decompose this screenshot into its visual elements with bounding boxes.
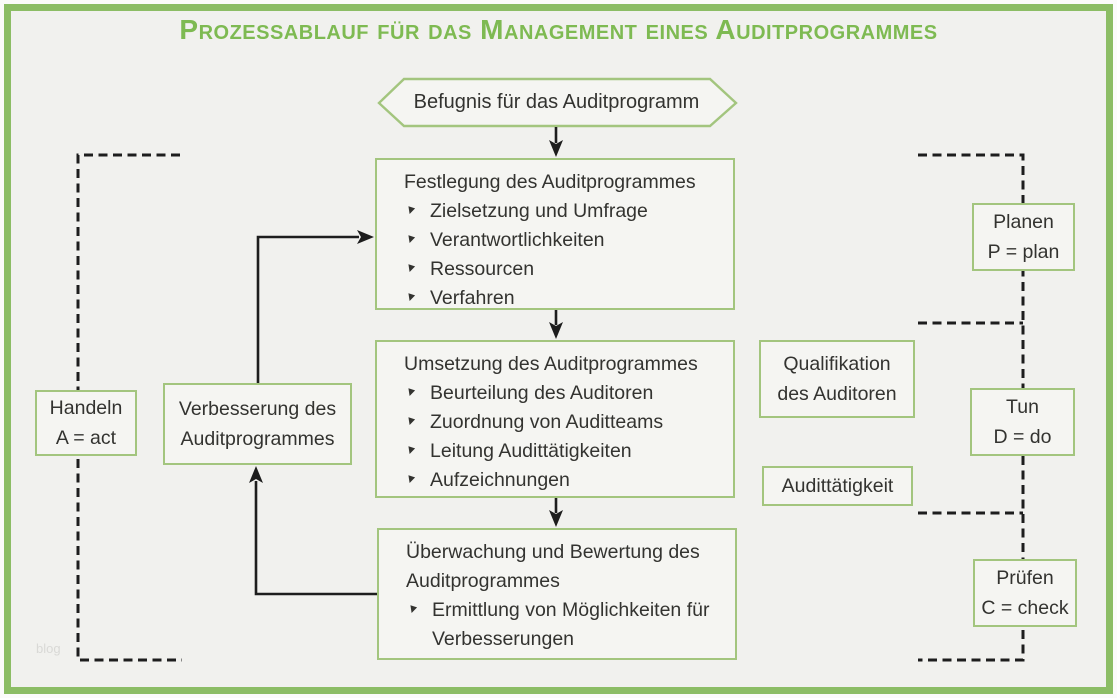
verbesserung-line1: Verbesserung des (178, 398, 337, 420)
verbesserung-box: Verbesserung des Auditprogrammes (163, 383, 352, 465)
list-item-label: Aufzeichnungen (430, 469, 570, 491)
ueberwachung-list: ▼ Ermittlung von Möglichkeiten für Verbes… (405, 596, 727, 654)
list-item-label: Verfahren (430, 287, 515, 309)
qualifikation-box: Qualifikation des Auditoren (759, 340, 915, 418)
umsetzung-list: ▼ Beurteilung des Auditoren ▼ Zuordnung vo… (403, 379, 725, 495)
festlegung-box: Festlegung des Auditprogrammes ▼ Zielsetz… (375, 158, 735, 310)
diagram-title: Prozessablauf für das Management eines A… (179, 14, 938, 45)
list-item: ▼ Beurteilung des Auditoren (403, 379, 718, 408)
tun-line1: Tun (1006, 396, 1039, 418)
festlegung-list: ▼ Zielsetzung und Umfrage ▼ Verantwortlich… (403, 197, 725, 313)
umsetzung-title: Umsetzung des Auditprogrammes (404, 353, 698, 375)
umsetzung-box: Umsetzung des Auditprogrammes ▼ Beurteilu… (375, 340, 735, 498)
triangle-bullet-icon: ▼ (403, 288, 419, 306)
triangle-bullet-icon: ▼ (405, 600, 421, 618)
list-item-label: Verantwortlichkeiten (430, 229, 605, 251)
planen-line2: P = plan (987, 241, 1060, 263)
list-item-label: Leitung Audittätigkeiten (430, 440, 632, 462)
triangle-bullet-icon: ▼ (403, 230, 419, 248)
handeln-box: Handeln A = act (35, 390, 137, 456)
planen-line1: Planen (993, 211, 1054, 233)
triangle-bullet-icon: ▼ (403, 259, 419, 277)
pruefen-box: Prüfen C = check (973, 559, 1077, 627)
qualifikation-line2: des Auditoren (777, 383, 897, 405)
list-item-label: Zielsetzung und Umfrage (430, 200, 648, 222)
audittaetigkeit-label: Audittätigkeit (781, 475, 894, 497)
triangle-bullet-icon: ▼ (403, 412, 419, 430)
festlegung-title: Festlegung des Auditprogrammes (404, 171, 696, 193)
list-item: ▼ Verantwortlichkeiten (403, 226, 718, 255)
pruefen-line1: Prüfen (996, 567, 1054, 589)
handeln-line1: Handeln (49, 397, 123, 419)
list-item: ▼ Leitung Audittätigkeiten (403, 437, 718, 466)
list-item: ▼ Ressourcen (403, 255, 718, 284)
triangle-bullet-icon: ▼ (403, 383, 419, 401)
list-item-label: Beurteilung des Auditoren (430, 382, 654, 404)
list-item: ▼ Verfahren (403, 284, 718, 313)
pruefen-line2: C = check (981, 597, 1069, 619)
ueberwachung-box: Überwachung und Bewertung des Auditprogr… (377, 528, 737, 660)
list-item-label: Ermittlung von Möglichkeiten für Verbess… (432, 599, 710, 650)
list-item-label: Ressourcen (430, 258, 535, 280)
list-item: ▼ Ermittlung von Möglichkeiten für Verbes… (405, 596, 720, 654)
blog-watermark: blog (36, 641, 61, 656)
verbesserung-line2: Auditprogrammes (180, 428, 335, 450)
list-item-label: Zuordnung von Auditteams (430, 411, 664, 433)
triangle-bullet-icon: ▼ (403, 470, 419, 488)
planen-box: Planen P = plan (972, 203, 1075, 271)
list-item: ▼ Zuordnung von Auditteams (403, 408, 718, 437)
ueberwachung-title: Überwachung und Bewertung des Auditprogr… (406, 541, 700, 592)
list-item: ▼ Zielsetzung und Umfrage (403, 197, 718, 226)
list-item: ▼ Aufzeichnungen (403, 466, 718, 495)
triangle-bullet-icon: ▼ (403, 441, 419, 459)
qualifikation-line1: Qualifikation (783, 353, 891, 375)
tun-box: Tun D = do (970, 388, 1075, 456)
tun-line2: D = do (993, 426, 1052, 448)
hexagon-label: Befugnis für das Auditprogramm (413, 91, 700, 113)
triangle-bullet-icon: ▼ (403, 201, 419, 219)
audittaetigkeit-box: Audittätigkeit (762, 466, 913, 506)
handeln-line2: A = act (55, 427, 117, 449)
